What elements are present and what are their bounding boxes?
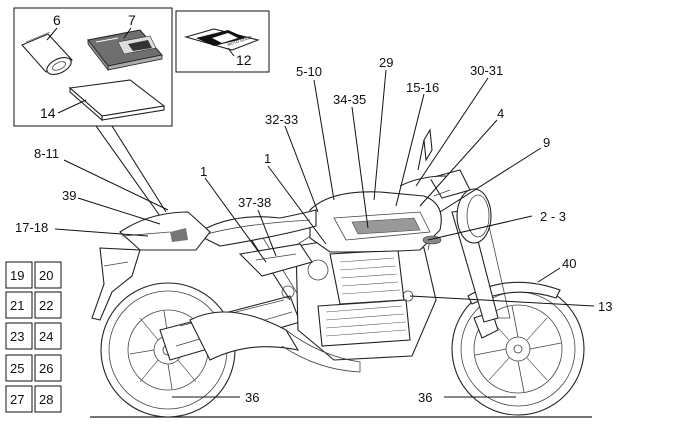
grid-box-27: 27 [10,392,24,407]
callout-36-rear: 36 [245,390,259,405]
callout-13: 13 [598,299,612,314]
fuel-tank [309,191,442,253]
grid-box-22: 22 [39,298,53,313]
label-14: 14 [40,105,56,121]
callout-30-31: 30-31 [470,63,503,78]
flat-decal-sheet [68,79,166,122]
part-number-grid: 19 20 21 22 23 24 25 26 27 28 [5,261,62,413]
callout-labels: 8-11 39 17-18 1 1 37-38 32-33 5-10 34-35… [15,55,612,405]
label-7: 7 [128,12,136,28]
grid-box-26: 26 [39,361,53,376]
grid-box-21: 21 [10,298,24,313]
callout-2-3: 2 - 3 [540,209,566,224]
grid-box-25: 25 [10,361,24,376]
label-12: 12 [236,52,252,68]
grid-box-24: 24 [39,329,53,344]
inset-sticker-kit: 6 7 14 [13,7,173,127]
grid-box-28: 28 [39,392,53,407]
callout-8-11: 8-11 [34,146,59,161]
rear-cowl [119,211,211,251]
label-6: 6 [53,12,61,28]
callout-1-left: 1 [200,164,207,179]
rolled-decal-part [21,31,73,75]
callout-5-10: 5-10 [296,64,322,79]
inset-logo-decal: MOTO GUZZI 12 [175,10,270,73]
callout-40: 40 [562,256,576,271]
callout-29: 29 [379,55,393,70]
callout-36-front: 36 [418,390,432,405]
grid-box-19: 19 [10,268,24,283]
callout-4: 4 [497,106,504,121]
callout-15-16: 15-16 [406,80,439,95]
callout-34-35: 34-35 [333,92,366,107]
grid-box-20: 20 [39,268,53,283]
engine [281,225,437,361]
grid-box-23: 23 [10,329,24,344]
headlight [456,188,492,244]
callout-39: 39 [62,188,76,203]
motorcycle-drawing [90,128,592,418]
callout-1-mid: 1 [264,151,271,166]
decal-sheet-pack [87,29,163,72]
callout-37-38: 37-38 [238,195,271,210]
callout-9: 9 [543,135,550,150]
callout-17-18: 17-18 [15,220,48,235]
callout-32-33: 32-33 [265,112,298,127]
leader-lines [54,69,595,398]
